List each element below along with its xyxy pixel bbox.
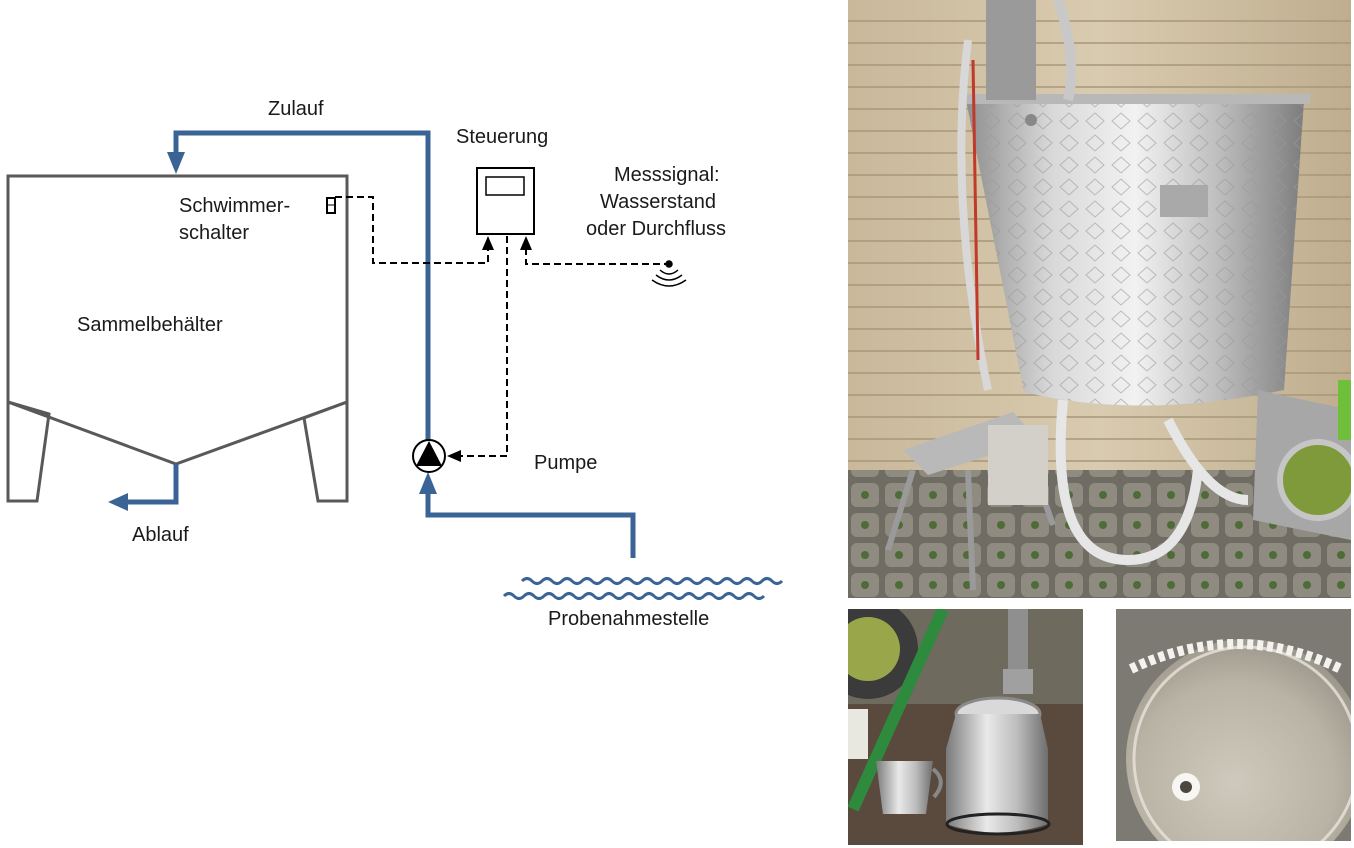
signal-label-1: Messsignal: <box>614 164 720 186</box>
pump-symbol <box>412 439 446 473</box>
outlet-label: Ablauf <box>132 524 189 546</box>
measurement-signal <box>525 248 668 265</box>
photo-tank-interior <box>1116 609 1351 841</box>
photo-sample-container <box>848 609 1083 845</box>
float-switch-signal <box>335 196 489 264</box>
signal-label-2: Wasserstand <box>600 191 716 213</box>
signal-arrowheads <box>447 236 532 462</box>
sensor-icon <box>651 260 687 287</box>
signal-lines <box>335 196 668 457</box>
tank-label: Sammelbehälter <box>77 314 223 336</box>
pump-label: Pumpe <box>534 452 597 474</box>
pump-control-signal <box>460 236 508 457</box>
controller-label: Steuerung <box>456 126 548 148</box>
photo-tank-installation <box>848 0 1351 598</box>
sampling-point-label: Probenahmestelle <box>548 608 709 630</box>
inlet-label: Zulauf <box>268 98 324 120</box>
process-schematic: Zulauf Steuerung Schwimmer- schalter Mes… <box>6 98 784 630</box>
float-switch-label-2: schalter <box>179 222 249 244</box>
outlet-pipe <box>108 464 179 511</box>
suction-pipe <box>419 472 636 558</box>
controller-box <box>476 167 535 235</box>
signal-label-3: oder Durchfluss <box>586 218 726 240</box>
collection-tank <box>6 174 349 503</box>
float-switch-label-1: Schwimmer- <box>179 195 290 217</box>
float-switch-icon <box>326 197 336 214</box>
water-waves <box>502 577 784 600</box>
inlet-pipe <box>167 130 431 440</box>
